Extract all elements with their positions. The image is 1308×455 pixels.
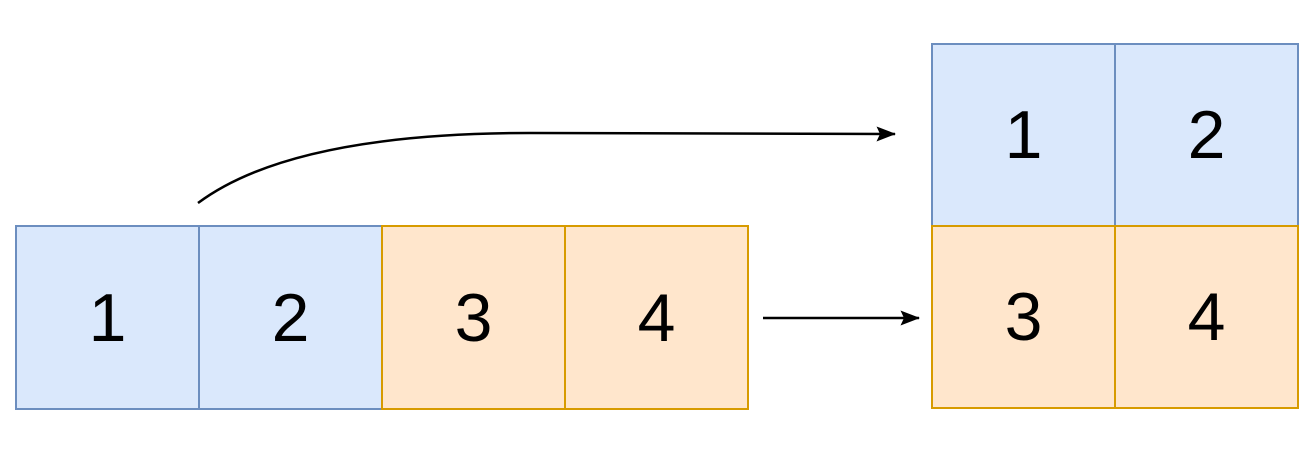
result-grid-row-1: 1 2	[931, 43, 1299, 227]
result-cell-4: 4	[1114, 225, 1299, 409]
result-cell-2: 2	[1114, 43, 1299, 227]
result-grid: 1 2 3 4	[931, 43, 1299, 409]
curved-arrow	[197, 126, 896, 205]
result-cell-1: 1	[931, 43, 1116, 227]
result-grid-row-2: 3 4	[931, 225, 1299, 409]
source-cell-4: 4	[564, 225, 749, 410]
source-cell-1: 1	[15, 225, 200, 410]
source-cell-2: 2	[198, 225, 383, 410]
result-cell-3: 3	[931, 225, 1116, 409]
source-cell-3: 3	[381, 225, 566, 410]
source-array: 1 2 3 4	[15, 225, 749, 410]
